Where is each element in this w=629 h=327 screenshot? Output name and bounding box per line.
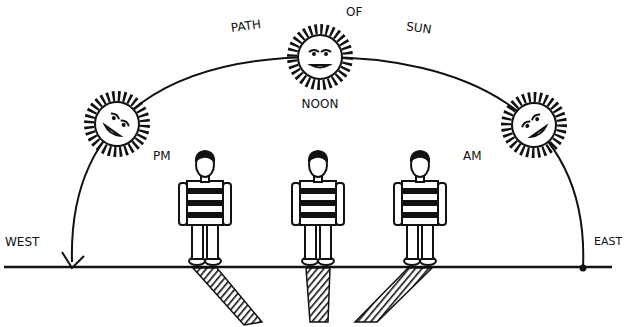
person-figure (292, 150, 344, 265)
shadow (193, 268, 262, 325)
person-figure (179, 150, 231, 265)
sun-symbol (292, 29, 348, 85)
person-figure (394, 150, 446, 265)
label-text: WEST (4, 236, 40, 249)
label-text: AM (462, 150, 483, 163)
label-text: PM (152, 150, 172, 163)
label-text: PATH (229, 18, 263, 36)
label-text: EAST (593, 236, 623, 248)
east-dot (580, 265, 587, 272)
sun-symbol (78, 85, 156, 163)
arrowhead (62, 252, 84, 268)
label-text: OF (345, 6, 363, 19)
label-text: NOON (301, 98, 340, 111)
sun-path-arc (72, 57, 583, 268)
shadow (355, 268, 432, 322)
shadow (306, 268, 330, 322)
sun-symbol (495, 86, 573, 164)
label-text: SUN (404, 20, 433, 37)
